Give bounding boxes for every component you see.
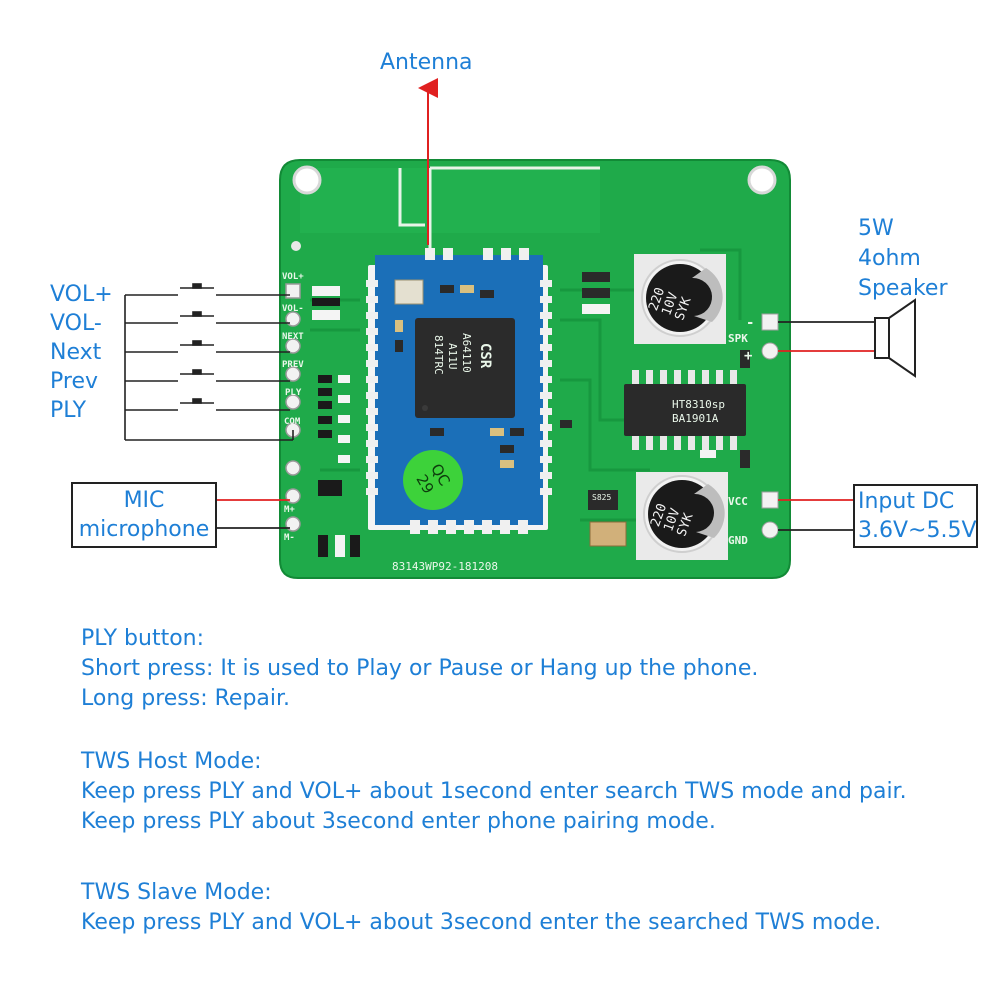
speaker-impedance: 4ohm: [858, 246, 921, 271]
switch-icon: [125, 340, 290, 353]
ply-long-press: Long press: Repair.: [81, 686, 291, 711]
gnd-label: GND: [728, 534, 748, 547]
host-heading: TWS Host Mode:: [81, 749, 262, 774]
antenna-label: Antenna: [380, 50, 473, 75]
slave-line-1: Keep press PLY and VOL+ about 3second en…: [81, 910, 882, 935]
pin-label: COM: [284, 417, 301, 427]
mount-hole-icon: [292, 165, 322, 195]
host-notes: TWS Host Mode: Keep press PLY and VOL+ a…: [81, 747, 907, 837]
mic-label-box: MIC microphone: [71, 482, 217, 548]
pin-label: PLY: [285, 388, 302, 398]
csr-chip: [415, 318, 515, 418]
input-dc-label: Input DC: [858, 489, 955, 514]
pin-label: VOL-: [282, 304, 304, 314]
switch-icon: [125, 398, 290, 411]
spk-label: SPK: [728, 332, 748, 345]
chip-marking: A64110: [460, 333, 473, 373]
input-voltage-label: 3.6V~5.5V: [858, 518, 977, 543]
button-label-next: Next: [50, 340, 102, 365]
ply-notes: PLY button: Short press: It is used to P…: [81, 624, 758, 714]
button-label-prev: Prev: [50, 369, 98, 394]
pin-label: PREV: [282, 360, 304, 370]
speaker-label: 5W 4ohm Speaker: [858, 214, 947, 304]
board-diagram: VOL+ VOL- NEXT PREV PLY COM M+ M-: [124, 78, 916, 579]
slave-heading: TWS Slave Mode:: [81, 880, 272, 905]
chip-marking: A11U: [446, 343, 459, 370]
qc-sticker: [403, 450, 463, 510]
mic-wiring: [215, 499, 290, 529]
button-labels: VOL+ VOL- Next Prev PLY: [50, 280, 113, 425]
ply-heading: PLY button:: [81, 626, 205, 651]
amp-chip-marking: BA1901A: [672, 412, 719, 425]
amplifier-chip: HT8310sp BA1901A: [624, 370, 746, 450]
button-label-vol-up: VOL+: [50, 282, 113, 307]
pin-label: M-: [284, 533, 295, 543]
svg-text:+: +: [744, 348, 752, 364]
mic-label: MIC: [123, 488, 165, 513]
speaker-wiring: [778, 321, 875, 352]
antenna-trace: [398, 166, 600, 250]
capacitor-bottom: 220 10V SYK: [636, 472, 728, 560]
switch-icon: [125, 369, 290, 382]
speaker-title: Speaker: [858, 276, 948, 301]
power-pads: VCC GND: [728, 491, 779, 547]
smd-parts-left: [312, 286, 360, 557]
input-dc-box: Input DC 3.6V~5.5V: [853, 484, 978, 548]
speaker-pads: SPK - +: [728, 313, 779, 364]
host-line-1: Keep press PLY and VOL+ about 1second en…: [81, 779, 907, 804]
amp-chip-marking: HT8310sp: [672, 398, 725, 411]
chip-marking: 814TRC: [432, 335, 445, 375]
bluetooth-module: CSR A64110 A11U 814TRC QC 29: [366, 248, 552, 534]
smd-parts-right: S825: [560, 272, 750, 547]
vcc-label: VCC: [728, 495, 748, 508]
pin-label: M+: [284, 505, 295, 515]
button-label-vol-down: VOL-: [50, 311, 102, 336]
speaker-power: 5W: [858, 216, 894, 241]
slave-notes: TWS Slave Mode: Keep press PLY and VOL+ …: [81, 878, 881, 938]
pin-label: NEXT: [282, 332, 304, 342]
board-code: 83143WP92-181208: [392, 560, 498, 573]
host-line-2: Keep press PLY about 3second enter phone…: [81, 809, 716, 834]
pin-label: VOL+: [282, 272, 304, 282]
speaker-icon: [874, 298, 916, 378]
capacitor-top: 220 10V SYK: [634, 254, 726, 344]
button-wiring: [124, 283, 294, 441]
switch-icon: [125, 283, 290, 296]
switch-icon: [125, 311, 290, 324]
chip-brand: CSR: [477, 343, 493, 369]
mount-hole-icon: [747, 165, 777, 195]
ply-short-press: Short press: It is used to Play or Pause…: [81, 656, 759, 681]
microphone-label: microphone: [78, 517, 210, 542]
power-wiring: [778, 499, 853, 531]
button-label-ply: PLY: [50, 398, 87, 423]
svg-text:-: -: [746, 315, 754, 331]
part-marking: S825: [592, 493, 611, 502]
